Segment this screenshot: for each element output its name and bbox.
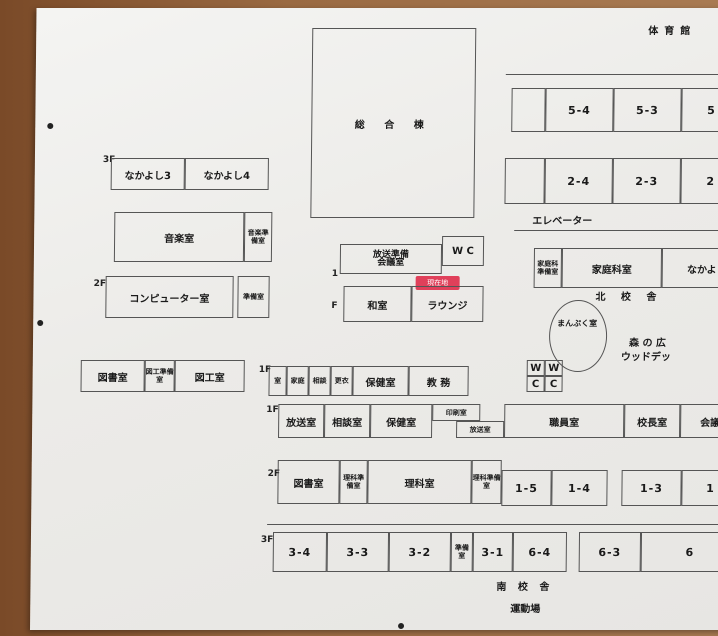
wc-room: W C [441, 236, 485, 266]
class-2-x: 2 [680, 158, 718, 204]
science-room: 理科室 [367, 460, 472, 504]
meeting-room: 会議 [680, 404, 718, 438]
class-1-3: 1-3 [621, 470, 682, 506]
room-kyomu: 教 務 [408, 366, 469, 396]
class-1-5: 1-5 [501, 470, 552, 506]
nakayoshi-room: なかよ [661, 248, 718, 288]
class-3-3: 3-3 [326, 532, 390, 572]
gym-label: 体育館 [648, 26, 697, 37]
principal-room: 校長室 [624, 404, 681, 438]
pushpin [47, 123, 54, 129]
broadcast-meeting-room: 放送準備 会議室 [339, 244, 443, 274]
prep-room-3f: 準備室 [450, 532, 474, 572]
computer-prep-room: 準備室 [237, 276, 270, 318]
class-5-4: 5-4 [545, 88, 614, 132]
health-room: 保健室 [370, 404, 433, 438]
floor-3f-row-label: 3F [260, 535, 274, 545]
north-building-label: 北 校 舎 [595, 292, 663, 303]
class-2-3: 2-3 [612, 158, 681, 204]
divider [514, 230, 718, 231]
room-small-d: 更衣 [330, 366, 353, 396]
playground-label: 運動場 [510, 604, 541, 615]
manpuku-label: まんぷく室 [557, 319, 598, 328]
broadcast-room: 放送室 [278, 404, 325, 438]
class-5-x: 5 [681, 88, 718, 132]
class-3-2: 3-2 [388, 532, 452, 572]
broadcast-line2: 会議室 [377, 258, 405, 268]
wood-deck-label: ウッドデッ [620, 352, 671, 363]
wc-c1: C [526, 376, 545, 392]
wc-w1: W [526, 360, 545, 376]
stair-5 [511, 88, 546, 132]
science-prep-a: 理科準備室 [339, 460, 368, 504]
class-3-1: 3-1 [472, 532, 514, 572]
class-6-3: 6-3 [578, 532, 642, 572]
craft-prep-room: 図工準備室 [144, 360, 175, 392]
computer-room: コンピューター室 [105, 276, 234, 318]
music-room: 音楽室 [113, 212, 245, 262]
room-small-a: 室 [268, 366, 287, 396]
south-building-label: 南 校 舎 [496, 582, 554, 593]
floor-map-sheet: 体育館 総 合 棟 5-4 5-3 5 2-4 2-3 2 エレベーター 3F … [30, 8, 718, 630]
class-6-4: 6-4 [512, 532, 568, 572]
library-2f: 図書室 [277, 460, 340, 504]
stair-2 [504, 158, 545, 204]
print-room: 印刷室 [432, 404, 481, 421]
room-small-c: 相談 [308, 366, 331, 396]
music-prep-room: 音楽準備室 [243, 212, 273, 262]
wc-c2: C [544, 376, 563, 392]
room-nakayoshi-3: なかよし3 [110, 158, 185, 190]
class-1-4: 1-4 [551, 470, 608, 506]
class-6-x: 6 [640, 532, 718, 572]
floor-1-label: 1 [331, 269, 339, 279]
class-2-4: 2-4 [544, 158, 613, 204]
science-prep-b: 理科準備室 [471, 460, 502, 504]
floor-1f-office-label: 1F [266, 405, 279, 415]
counseling-room: 相談室 [324, 404, 371, 438]
divider [267, 524, 718, 525]
lounge: ラウンジ [411, 286, 484, 322]
craft-room: 図工室 [174, 360, 245, 392]
library-room: 図書室 [80, 360, 145, 392]
wc-w2: W [544, 360, 563, 376]
room-nakayoshi-4: なかよし4 [184, 158, 269, 190]
class-1-x: 1 [681, 470, 718, 506]
floor-f-label: F [331, 301, 338, 311]
divider [505, 74, 718, 75]
pushpin [398, 623, 405, 629]
general-building: 総 合 棟 [310, 28, 477, 218]
class-3-4: 3-4 [272, 532, 328, 572]
elevator-label: エレベーター [532, 216, 593, 227]
class-5-3: 5-3 [613, 88, 682, 132]
room-hoken: 保健室 [352, 366, 409, 396]
broadcast-room-2: 放送室 [456, 421, 505, 438]
home-ec-prep-room: 家庭科準備室 [533, 248, 563, 288]
forest-square-label: 森 の 広 [628, 338, 667, 349]
home-ec-room: 家庭科室 [561, 248, 663, 288]
general-building-label: 総 合 棟 [354, 119, 432, 131]
staff-room: 職員室 [504, 404, 625, 438]
floor-2f-label: 2F [93, 279, 107, 289]
japanese-room: 和室 [343, 286, 412, 322]
room-small-b: 家庭 [286, 366, 309, 396]
pushpin [37, 320, 44, 326]
